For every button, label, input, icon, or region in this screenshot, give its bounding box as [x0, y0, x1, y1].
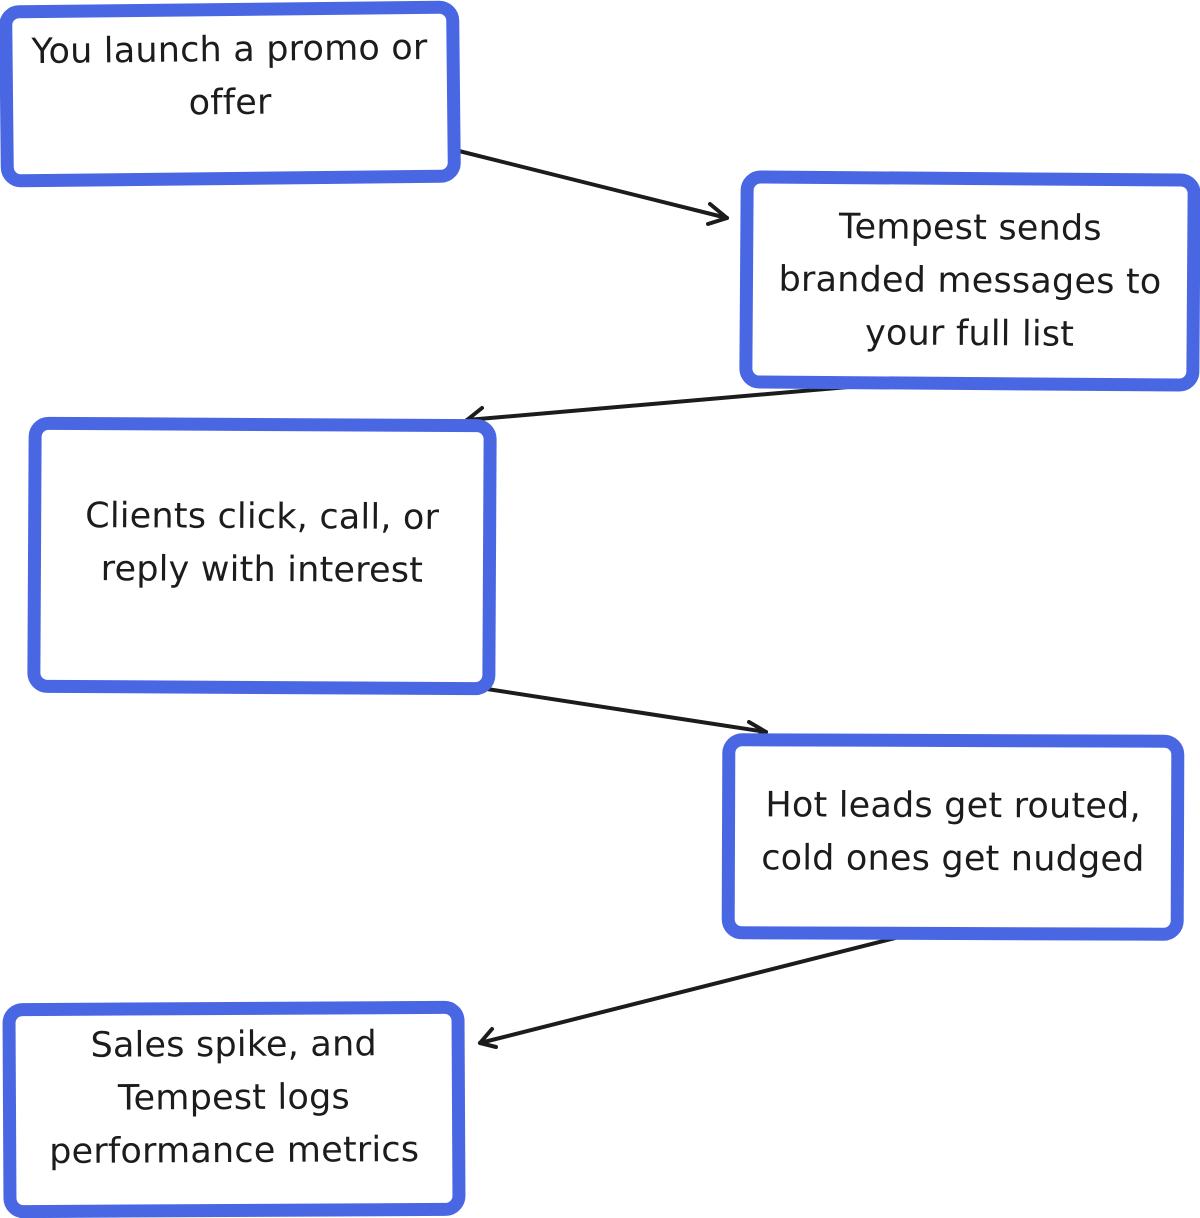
step-4-box: Hot leads get routed, cold ones get nudg… — [721, 733, 1185, 941]
arrow-step3-to-step4 — [485, 687, 768, 742]
step-5-label: Sales spike, and Tempest logs performanc… — [49, 1024, 420, 1172]
step-3-box: Clients click, call, or reply with inter… — [27, 416, 497, 696]
step-3-label: Clients click, call, or reply with inter… — [85, 496, 440, 591]
step-1-box: You launch a promo or offer — [0, 0, 461, 188]
arrow-step4-to-step5 — [478, 936, 897, 1049]
step-4-label: Hot leads get routed, cold ones get nudg… — [761, 785, 1145, 880]
step-2-box: Tempest sends branded messages to your f… — [739, 170, 1200, 392]
step-2-label: Tempest sends branded messages to your f… — [778, 206, 1162, 355]
step-1-label: You launch a promo or offer — [31, 27, 428, 124]
arrow-step1-to-step2 — [453, 148, 729, 226]
step-5-box: Sales spike, and Tempest logs performanc… — [2, 1000, 466, 1218]
arrow-step2-to-step3 — [465, 384, 862, 430]
